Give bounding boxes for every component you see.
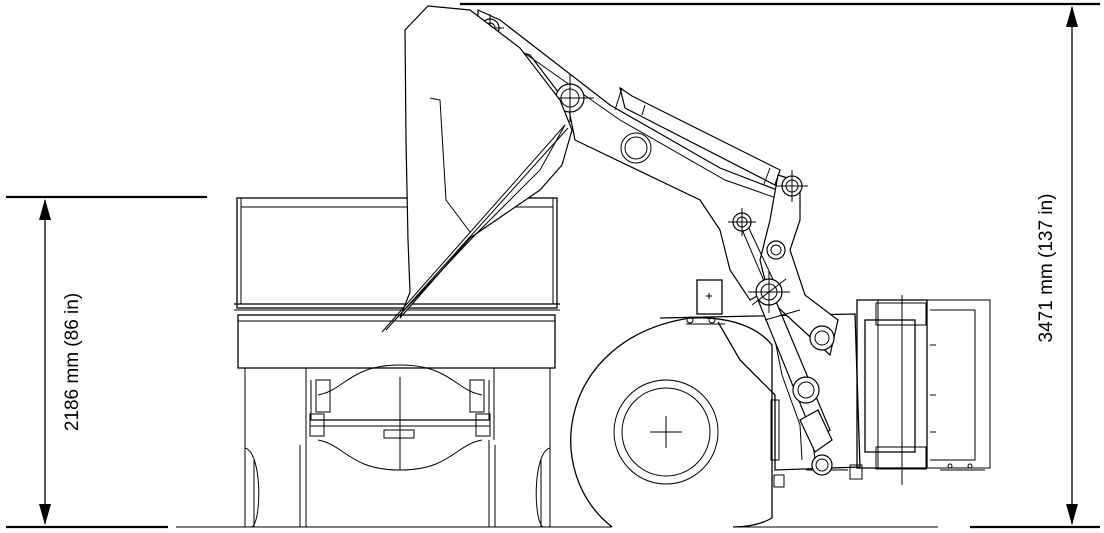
haul-truck — [234, 197, 560, 528]
truck-rear-axle — [317, 364, 483, 471]
loader-front-frame — [659, 279, 863, 488]
dimension-truck-height: 2186 mm (86 in) — [6, 195, 207, 525]
wheel-loader — [381, 5, 991, 528]
loader-front-tire — [570, 317, 773, 528]
loader-bucket — [381, 5, 573, 333]
truck-chassis — [244, 368, 551, 527]
loader-articulation — [856, 295, 991, 485]
dimension-loader-height: 3471 mm (137 in) — [460, 2, 1100, 525]
truck-rear-tires — [244, 440, 551, 528]
truck-height-label: 2186 mm (86 in) — [62, 293, 83, 431]
truck-dump-body — [234, 197, 560, 369]
loader-height-label: 3471 mm (137 in) — [1036, 194, 1057, 343]
